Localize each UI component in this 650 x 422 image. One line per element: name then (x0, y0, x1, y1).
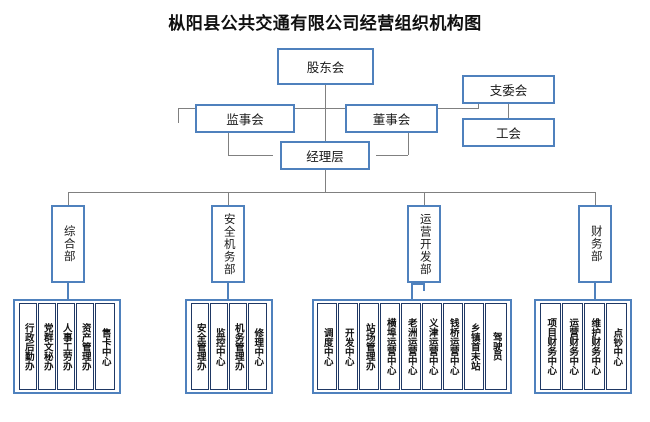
node-supervisory-board[interactable]: 监事会 (195, 104, 295, 133)
unit-box[interactable]: 行政后勤办 (19, 303, 37, 390)
connector-unitgroup-stem-3c (411, 283, 413, 299)
connector-dept-drop-2 (228, 192, 229, 205)
connector-dept-drop-3 (424, 192, 425, 205)
unit-box[interactable]: 乡镇首末站 (464, 303, 484, 390)
connector-unitgroup-stem-2 (227, 283, 229, 299)
unit-box[interactable]: 横埠运营中心 (380, 303, 400, 390)
connector-dept-drop-4 (595, 192, 596, 205)
unit-box[interactable]: 钱桥运营中心 (443, 303, 463, 390)
connector-department-bus (68, 192, 595, 193)
connector-unitgroup-stem-3b (411, 283, 425, 285)
connector-supervisory-down (228, 133, 229, 155)
unit-box[interactable]: 点钞中心 (606, 303, 627, 390)
unit-box[interactable]: 驾驶员 (485, 303, 507, 390)
connector-shareholders-to-management (325, 108, 326, 145)
node-board-of-directors[interactable]: 董事会 (345, 104, 438, 133)
node-shareholders-meeting[interactable]: 股东会 (277, 48, 374, 85)
unit-box[interactable]: 安全管理办 (191, 303, 209, 390)
department-box-3[interactable]: 运营开发部 (407, 205, 441, 283)
node-party-committee[interactable]: 支委会 (462, 75, 555, 104)
unit-box[interactable]: 项目财务中心 (540, 303, 561, 390)
node-labor-union[interactable]: 工会 (462, 118, 555, 147)
page-title: 枞阳县公共交通有限公司经营组织机构图 (168, 14, 482, 33)
unit-box[interactable]: 党群文秘办 (38, 303, 56, 390)
connector-unitgroup-stem-3a (423, 283, 425, 291)
unit-box[interactable]: 售卡中心 (95, 303, 115, 390)
department-box-4[interactable]: 财务部 (578, 205, 612, 283)
connector-party-to-union (508, 104, 509, 118)
node-management-layer[interactable]: 经理层 (280, 141, 370, 170)
department-box-2[interactable]: 安全机务部 (211, 205, 245, 283)
connector-board-down (408, 133, 409, 155)
unit-box[interactable]: 监控中心 (210, 303, 228, 390)
unit-box[interactable]: 运营财务中心 (562, 303, 583, 390)
unit-box[interactable]: 维护财务中心 (584, 303, 605, 390)
unit-box[interactable]: 资产管理办 (76, 303, 94, 390)
connector-unitgroup-stem-1 (67, 283, 69, 299)
connector-dept-drop-1 (68, 192, 69, 205)
connector-shareholders-stem (325, 85, 326, 108)
unit-box[interactable]: 调度中心 (317, 303, 337, 390)
connector-to-supervisory (178, 108, 179, 123)
connector-management-stem (325, 170, 326, 192)
unit-box[interactable]: 义津运营中心 (422, 303, 442, 390)
unit-box[interactable]: 老洲运营中心 (401, 303, 421, 390)
connector-board-over (376, 155, 408, 156)
unit-box[interactable]: 机务管理办 (229, 303, 247, 390)
unit-box[interactable]: 人事工劳办 (57, 303, 75, 390)
connector-unitgroup-stem-4 (594, 283, 596, 299)
connector-governance-bus (178, 108, 478, 109)
unit-box[interactable]: 站场管理办 (359, 303, 379, 390)
connector-supervisory-over (228, 155, 273, 156)
unit-box[interactable]: 开发中心 (338, 303, 358, 390)
department-box-1[interactable]: 综合部 (51, 205, 85, 283)
unit-box[interactable]: 修理中心 (248, 303, 267, 390)
